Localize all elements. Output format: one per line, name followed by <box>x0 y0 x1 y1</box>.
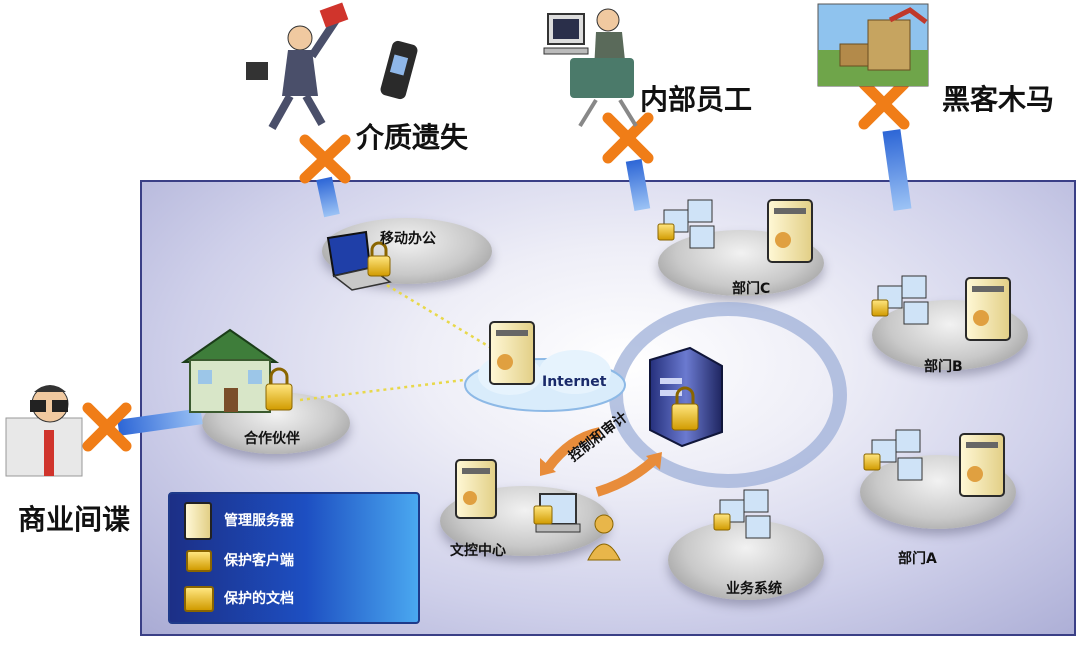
protected-doc-icon <box>184 586 214 612</box>
threat-label-trojan: 黑客木马 <box>942 83 1055 116</box>
node-label-internet: Internet <box>542 374 607 390</box>
espionage-illustration <box>5 385 83 477</box>
audit-arrow-left <box>543 427 602 472</box>
arrow-espionage <box>117 408 203 436</box>
link-partner-internet <box>299 376 481 402</box>
media-loss-illustration <box>246 2 418 130</box>
node-label-dept-c: 部门C <box>732 281 771 297</box>
doc-center-client <box>533 493 581 533</box>
audit-arrow-right <box>595 456 658 497</box>
legend-item-document: 保护的文档 <box>224 591 294 607</box>
legend-item-server: 管理服务器 <box>224 513 294 529</box>
doc-center-server <box>455 459 497 519</box>
cross-insider <box>602 112 654 164</box>
partner-house <box>180 328 293 413</box>
node-label-dept-b: 部门B <box>924 359 963 375</box>
dept-b-clients <box>871 275 929 325</box>
threat-label-insider: 内部员工 <box>640 83 753 116</box>
threat-label-espionage: 商业间谍 <box>18 503 131 536</box>
arrow-insider <box>625 158 651 212</box>
dept-a-clients <box>863 429 923 481</box>
arrow-trojan <box>882 129 912 211</box>
server-icon <box>184 502 212 540</box>
threat-label-media-loss: 介质遗失 <box>356 121 469 154</box>
insider-illustration <box>543 8 638 128</box>
node-label-dept-a: 部门A <box>898 551 937 567</box>
link-mobile-internet <box>374 276 499 354</box>
node-label-biz-system: 业务系统 <box>726 581 782 597</box>
dept-a-server <box>959 433 1005 497</box>
node-label-doc-center: 文控中心 <box>450 543 506 559</box>
cross-espionage <box>82 402 132 452</box>
legend: 管理服务器 保护客户端 保护的文档 <box>168 492 420 624</box>
legend-item-client: 保护客户端 <box>224 553 294 569</box>
node-label-partner: 合作伙伴 <box>244 431 300 447</box>
biz-system-clients <box>713 489 771 539</box>
central-management-server <box>649 346 723 448</box>
user-icon <box>587 514 621 561</box>
dept-c-clients <box>657 199 715 249</box>
lock-icon <box>186 550 212 572</box>
mobile-laptop <box>326 230 392 291</box>
cross-media-loss <box>299 134 351 184</box>
dept-b-server <box>965 277 1011 341</box>
trojan-illustration <box>817 3 929 87</box>
internet-server <box>489 321 535 385</box>
arrow-media-loss <box>316 176 340 218</box>
dept-c-server <box>767 199 813 263</box>
cross-trojan <box>858 78 910 130</box>
node-label-mobile-office: 移动办公 <box>380 231 436 247</box>
